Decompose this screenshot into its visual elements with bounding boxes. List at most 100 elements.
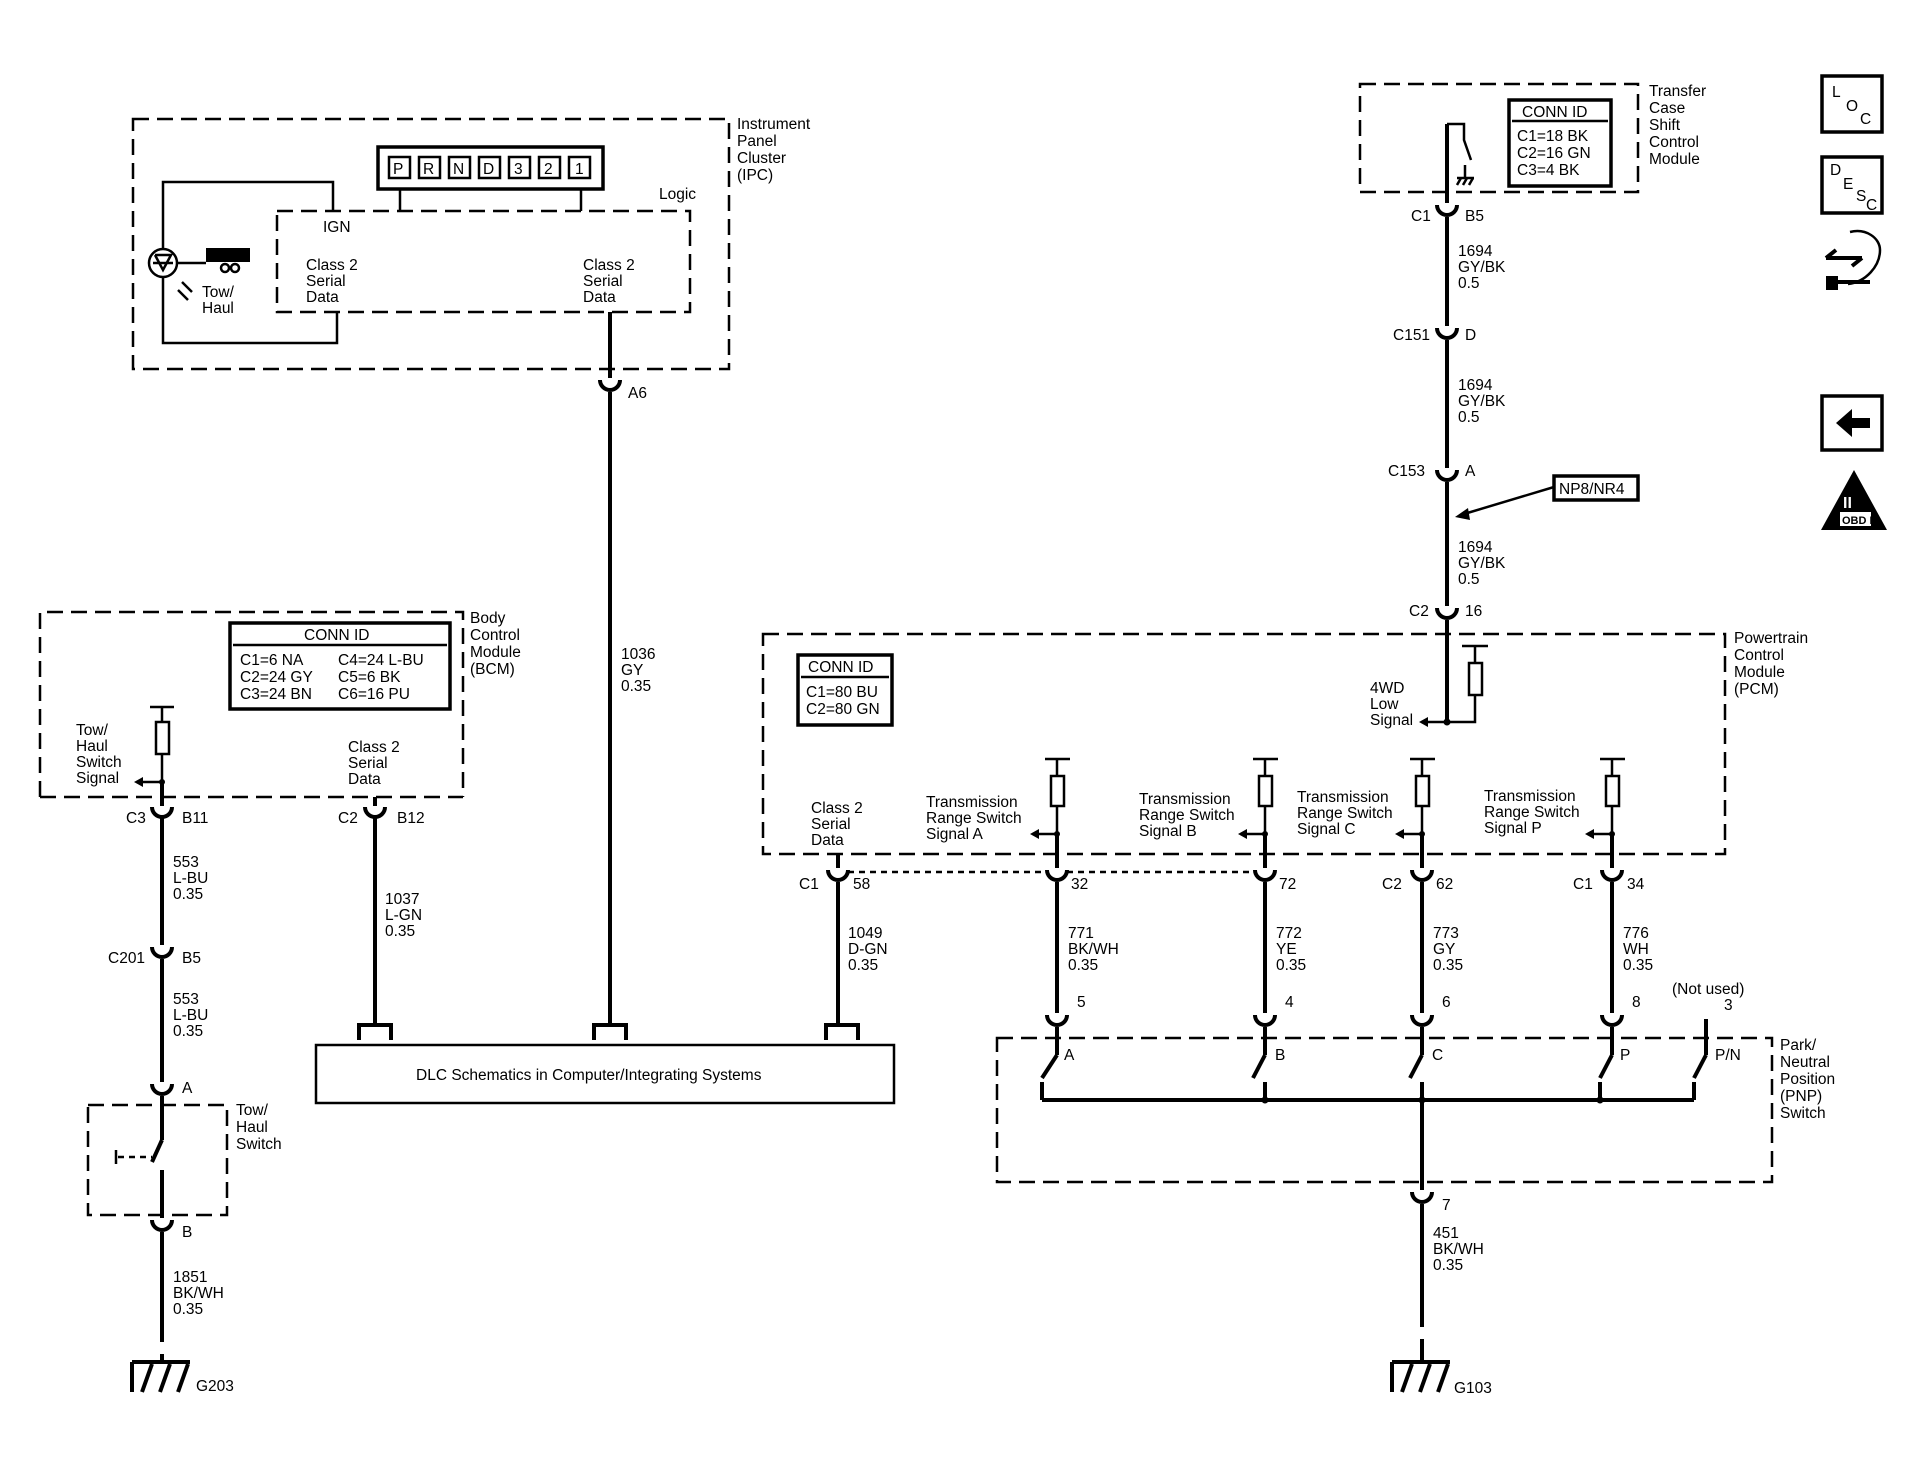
- svg-text:D: D: [1465, 327, 1476, 344]
- svg-text:II: II: [1843, 495, 1852, 512]
- tcscm-conn-id-box: [1507, 98, 1613, 188]
- svg-text:L: L: [1832, 84, 1841, 101]
- svg-text:G103: G103: [1454, 1380, 1492, 1397]
- svg-text:R: R: [423, 161, 434, 178]
- pcm-conn-id-box: [796, 653, 894, 727]
- svg-text:C2: C2: [338, 810, 358, 827]
- svg-text:62: 62: [1436, 876, 1453, 893]
- svg-text:72: 72: [1279, 876, 1296, 893]
- svg-text:B5: B5: [182, 950, 201, 967]
- location-button[interactable]: L O C: [1820, 74, 1884, 134]
- svg-text:C: C: [1866, 197, 1877, 214]
- svg-text:A: A: [1064, 1047, 1075, 1064]
- svg-text:3: 3: [514, 161, 523, 178]
- svg-text:C1: C1: [1573, 876, 1593, 893]
- prndl-indicator: [376, 145, 605, 191]
- svg-text:D: D: [1830, 162, 1841, 179]
- np8-nr4-callout: [1552, 474, 1640, 502]
- prndl-letters: P R N D 3 2 1: [387, 155, 592, 180]
- pin-a6: A6: [628, 385, 647, 402]
- svg-text:7: 7: [1442, 1197, 1451, 1214]
- svg-text:CONN ID: CONN ID: [1522, 104, 1587, 121]
- svg-text:34: 34: [1627, 876, 1645, 893]
- svg-text:P/N: P/N: [1715, 1047, 1741, 1064]
- svg-text:N: N: [453, 161, 464, 178]
- svg-text:C151: C151: [1393, 327, 1430, 344]
- obd-ii-icon[interactable]: II OBD II: [1821, 470, 1887, 530]
- svg-text:S: S: [1856, 188, 1866, 205]
- dlc-box: DLC Schematics in Computer/Integrating S…: [314, 1023, 896, 1105]
- svg-text:O: O: [1846, 98, 1858, 115]
- svg-text:16: 16: [1465, 603, 1482, 620]
- svg-text:CONN ID: CONN ID: [808, 659, 873, 676]
- svg-text:C1: C1: [799, 876, 819, 893]
- svg-text:D: D: [483, 161, 494, 178]
- svg-text:8: 8: [1632, 994, 1641, 1011]
- svg-text:3: 3: [1724, 997, 1733, 1014]
- bcm-conn-id-box: [228, 621, 452, 711]
- svg-text:1: 1: [575, 161, 584, 178]
- svg-text:5: 5: [1077, 994, 1086, 1011]
- description-button[interactable]: D E S C: [1820, 155, 1884, 215]
- svg-text:2: 2: [544, 161, 553, 178]
- svg-text:C2: C2: [1409, 603, 1429, 620]
- tow-haul-lamp-label: Tow/Haul: [202, 284, 235, 317]
- svg-text:C201: C201: [108, 950, 145, 967]
- svg-text:E: E: [1843, 176, 1853, 193]
- svg-text:C153: C153: [1388, 463, 1425, 480]
- svg-text:A: A: [1465, 463, 1476, 480]
- connector-repair-icon[interactable]: [1824, 229, 1882, 290]
- dlc-label: DLC Schematics in Computer/Integrating S…: [416, 1067, 762, 1084]
- svg-text:C3: C3: [126, 810, 146, 827]
- svg-text:CONN ID: CONN ID: [304, 627, 369, 644]
- svg-text:C: C: [1860, 111, 1871, 128]
- ground-g203-icon: G203: [130, 1360, 234, 1395]
- svg-text:32: 32: [1071, 876, 1088, 893]
- svg-text:B5: B5: [1465, 208, 1484, 225]
- svg-text:OBD II: OBD II: [1842, 515, 1876, 527]
- svg-text:B12: B12: [397, 810, 425, 827]
- logic-label: Logic: [659, 186, 696, 203]
- svg-text:58: 58: [853, 876, 870, 893]
- back-button[interactable]: [1820, 394, 1884, 452]
